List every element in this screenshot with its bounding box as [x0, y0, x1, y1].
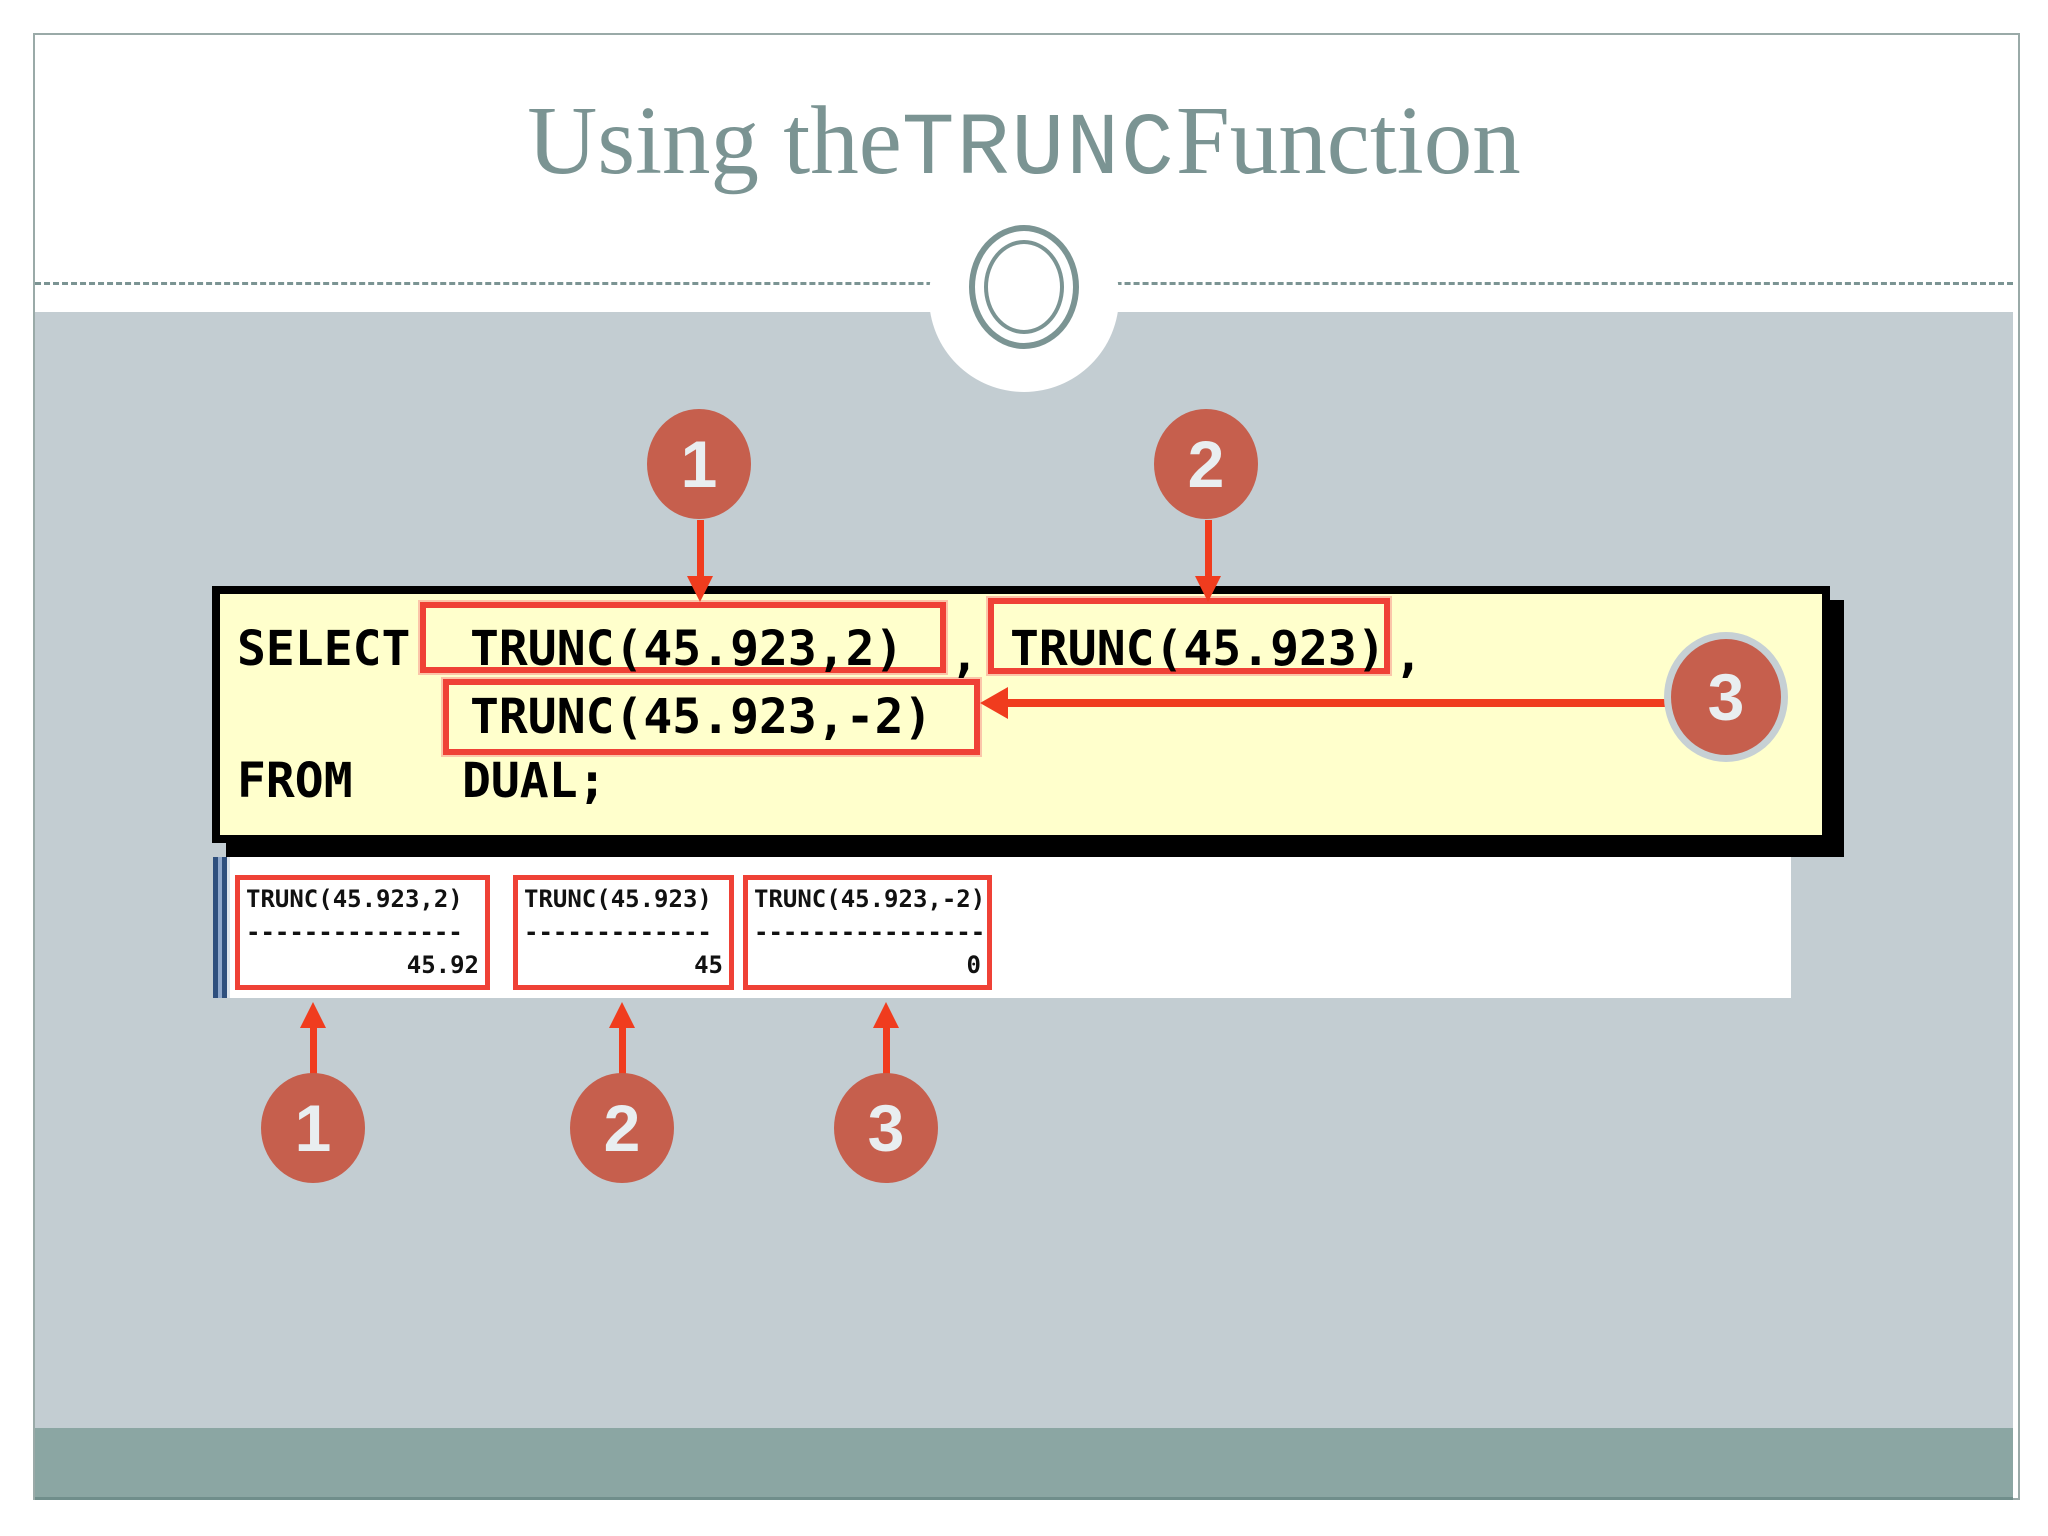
callout-badge-2-bottom: 2 [570, 1073, 674, 1183]
output-separator: --------------- [246, 918, 463, 946]
output-column-1: TRUNC(45.923,2) --------------- 45.92 [235, 875, 490, 990]
arrow-up-head-icon [609, 1002, 635, 1028]
code-expr-trunc-neg2: TRUNC(45.923,-2) [470, 689, 933, 745]
title-suffix: Function [1175, 87, 1521, 194]
callout-number: 1 [294, 1091, 332, 1165]
callout-number: 3 [867, 1091, 905, 1165]
callout-number: 2 [603, 1091, 641, 1165]
footer-bar [35, 1428, 2013, 1500]
arrow-left-head-icon [980, 687, 1008, 719]
highlight-box-3 [443, 679, 980, 755]
output-value: 45 [694, 951, 723, 979]
sql-code-box [212, 586, 1830, 843]
arrow-down-icon [697, 520, 704, 576]
arrow-up-icon [883, 1026, 890, 1074]
code-from-keyword: FROM [237, 753, 353, 809]
arrow-up-head-icon [300, 1002, 326, 1028]
arrow-left-icon [1008, 699, 1672, 707]
output-value: 45.92 [406, 951, 479, 979]
output-column-2: TRUNC(45.923) ------------- 45 [513, 875, 734, 990]
code-select-keyword: SELECT [237, 621, 411, 677]
callout-number: 3 [1707, 660, 1745, 734]
code-expr-trunc: TRUNC(45.923) [1010, 621, 1386, 677]
code-table-dual: DUAL; [462, 753, 607, 809]
arrow-up-head-icon [873, 1002, 899, 1028]
output-separator: ---------------- [754, 918, 986, 946]
output-value: 0 [966, 951, 981, 979]
page-title: Using the TRUNC Function [0, 85, 2048, 225]
callout-badge-2-top: 2 [1154, 409, 1258, 519]
callout-number: 2 [1187, 427, 1225, 501]
output-header: TRUNC(45.923,2) [246, 885, 463, 913]
output-scrollbar[interactable] [213, 857, 230, 998]
title-keyword: TRUNC [901, 101, 1176, 200]
code-comma: , [950, 627, 979, 683]
output-column-3: TRUNC(45.923,-2) ---------------- 0 [743, 875, 992, 990]
title-prefix: Using the [527, 87, 902, 194]
output-header: TRUNC(45.923,-2) [754, 885, 986, 913]
output-header: TRUNC(45.923) [524, 885, 712, 913]
code-expr-trunc-2: TRUNC(45.923,2) [470, 621, 904, 677]
sql-output-panel [213, 857, 1791, 998]
output-separator: ------------- [524, 918, 712, 946]
callout-badge-3: 3 [1664, 632, 1788, 762]
arrow-up-icon [310, 1026, 317, 1074]
arrow-down-head-icon [1195, 576, 1221, 602]
callout-number: 1 [680, 427, 718, 501]
arrow-down-head-icon [687, 576, 713, 602]
code-comma: , [1394, 627, 1423, 683]
callout-badge-1-bottom: 1 [261, 1073, 365, 1183]
ornament-inner-ring-icon [984, 240, 1064, 334]
callout-badge-3-bottom: 3 [834, 1073, 938, 1183]
callout-badge-1-top: 1 [647, 409, 751, 519]
highlight-box-2 [988, 598, 1390, 674]
arrow-down-icon [1205, 520, 1212, 576]
highlight-box-1 [420, 602, 946, 673]
arrow-up-icon [619, 1026, 626, 1074]
